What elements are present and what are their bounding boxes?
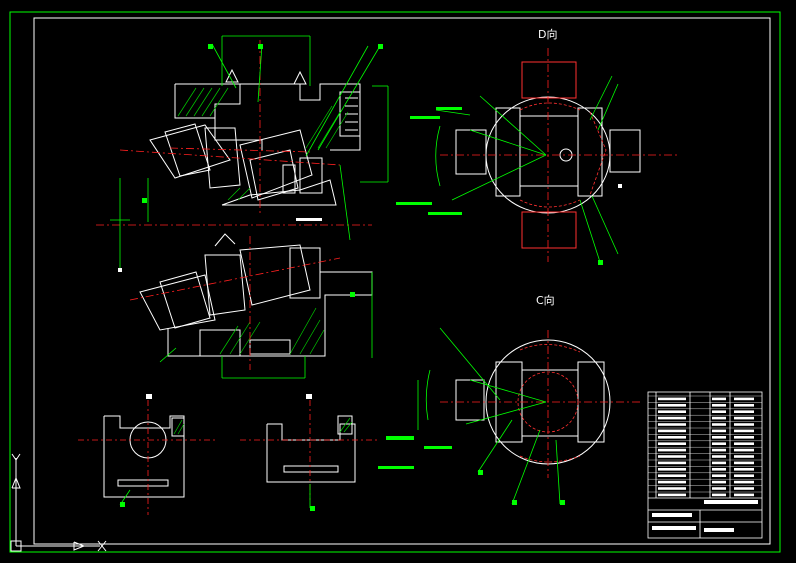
front-section-hatch — [177, 87, 349, 201]
title-block-text — [704, 500, 758, 504]
ucs-icon — [10, 453, 107, 552]
parts-list-cell-text — [658, 487, 686, 490]
leader-lines — [119, 43, 619, 508]
parts-list-cell-text — [712, 487, 726, 490]
parts-list-cell-text — [734, 480, 754, 484]
parts-list-cell-text — [734, 448, 754, 452]
parts-list-cell-text — [712, 493, 726, 497]
detail-hatch — [173, 417, 353, 435]
parts-list-cell-text — [658, 493, 686, 497]
parts-list-cell-text — [712, 468, 726, 471]
parts-list-cell-text — [658, 461, 686, 465]
lower-section-view — [139, 233, 373, 357]
parts-list-cell-text — [734, 397, 754, 401]
detail-centerlines — [78, 400, 380, 515]
drawing-frame — [9, 11, 781, 553]
view-d-hidden — [519, 102, 607, 208]
lower-centerlines — [129, 236, 341, 370]
dimension-lines — [110, 35, 441, 430]
parts-list-cell-text — [712, 416, 726, 420]
parts-list-cell-text — [712, 480, 726, 484]
parts-list-rows — [648, 395, 762, 532]
front-centerlines — [96, 40, 372, 226]
parts-list-cell-text — [712, 442, 726, 445]
parts-list-cell-text — [734, 404, 754, 407]
parts-list-cell-text — [712, 410, 726, 413]
title-block-text — [652, 526, 696, 530]
parts-list-cell-text — [712, 455, 726, 458]
parts-list-cell-text — [712, 461, 726, 465]
parts-list-cell-text — [658, 429, 686, 433]
parts-list-cell-text — [658, 448, 686, 452]
parts-list-cell-text — [734, 468, 754, 471]
parts-list-cell-text — [734, 455, 754, 458]
parts-list-cell-text — [658, 404, 686, 407]
parts-list-cell-text — [734, 493, 754, 497]
title-block-text — [652, 513, 692, 517]
parts-list-cell-text — [658, 468, 686, 471]
parts-list-cell-text — [734, 436, 754, 439]
parts-list-cell-text — [734, 487, 754, 490]
parts-list-cell-text — [658, 442, 686, 445]
parts-list-cell-text — [734, 410, 754, 413]
parts-list-cell-text — [658, 397, 686, 401]
annotation-blocks — [118, 44, 622, 511]
front-section-view — [149, 68, 361, 206]
parts-list-cell-text — [658, 436, 686, 439]
title-block — [647, 391, 763, 539]
parts-list-cell-text — [712, 397, 726, 401]
parts-list-cell-text — [734, 429, 754, 433]
view-d-centerlines — [440, 48, 680, 262]
parts-list-cell-text — [712, 429, 726, 433]
view-d-label: D向 — [538, 28, 558, 41]
parts-list-cell-text — [734, 461, 754, 465]
view-c-label: C向 — [536, 294, 555, 307]
parts-list-cell-text — [658, 480, 686, 484]
parts-list-cell-text — [712, 423, 726, 426]
parts-list-cell-text — [734, 423, 754, 426]
title-block-text — [704, 528, 734, 532]
parts-list-cell-text — [734, 416, 754, 420]
parts-list-cell-text — [712, 448, 726, 452]
detail-view-right — [266, 415, 356, 483]
parts-list-cell-text — [712, 474, 726, 477]
parts-list-cell-text — [658, 423, 686, 426]
parts-list-cell-text — [658, 474, 686, 477]
lower-section-hatch — [219, 307, 325, 355]
parts-list-cell-text — [734, 442, 754, 445]
parts-list-cell-text — [712, 436, 726, 439]
view-c-hidden — [517, 344, 581, 463]
parts-list-cell-text — [658, 455, 686, 458]
parts-list-cell-text — [734, 474, 754, 477]
parts-list-cell-text — [712, 404, 726, 407]
parts-list-cell-text — [658, 410, 686, 413]
parts-list-cell-text — [658, 416, 686, 420]
detail-view-left — [103, 415, 185, 498]
view-c-centerlines — [440, 330, 640, 478]
